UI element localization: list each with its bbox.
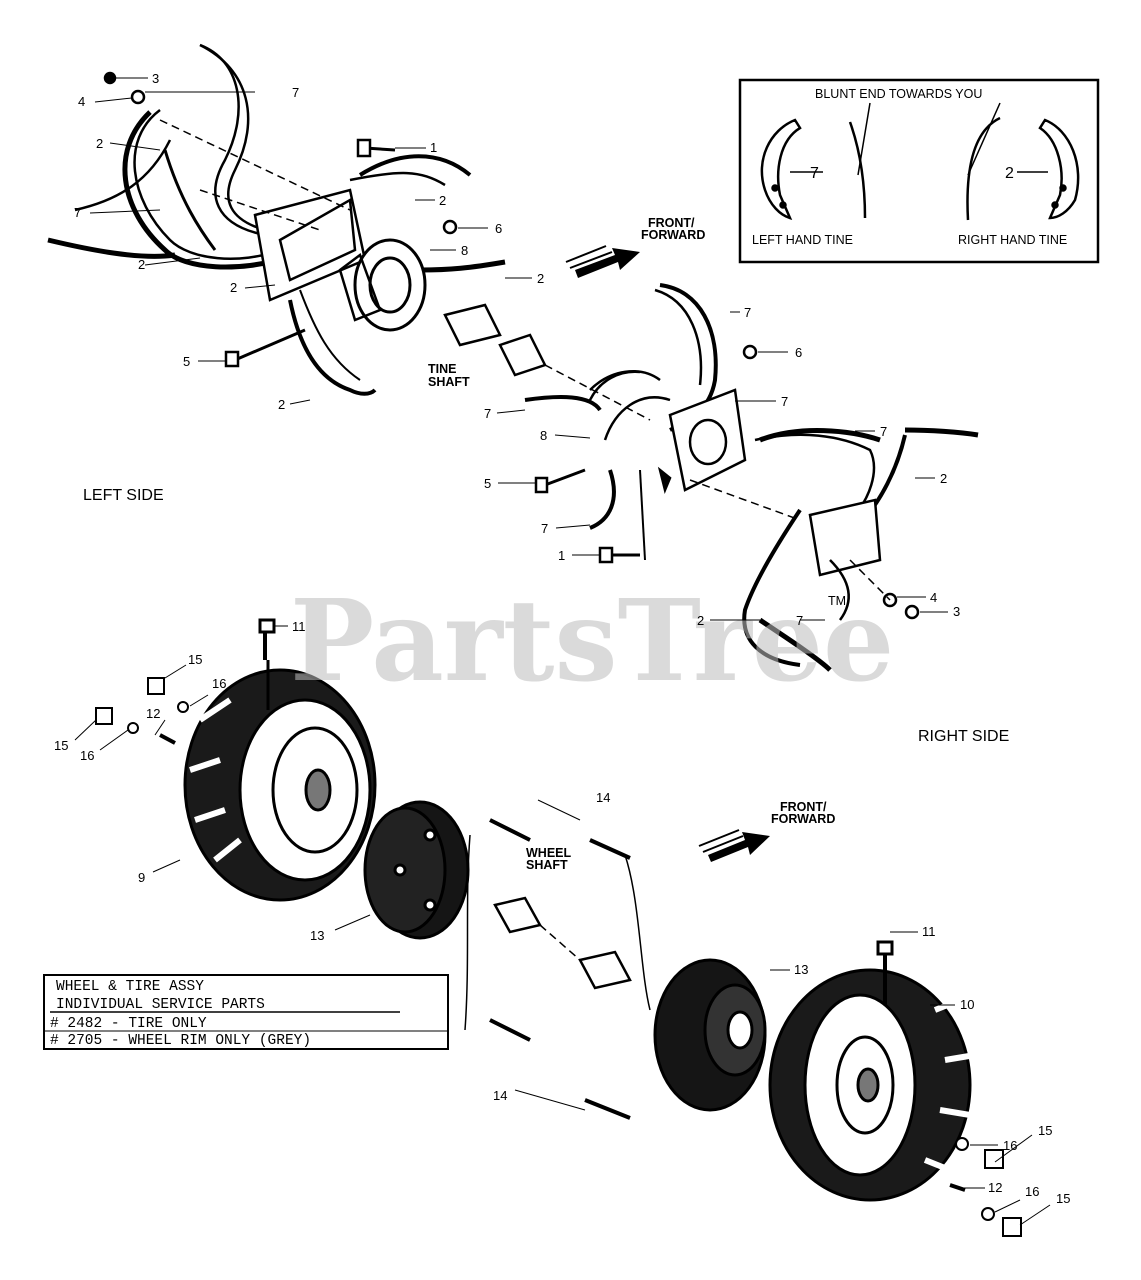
callout-11-left: 11 <box>292 619 306 634</box>
forward-arrow-top <box>565 245 640 278</box>
left-wheel <box>183 618 377 902</box>
wheel-hardware <box>95 677 1022 1237</box>
watermark: PartsTree <box>290 576 894 707</box>
callout-1-mid: 1 <box>558 548 565 563</box>
callout-14-bottom: 14 <box>493 1088 507 1103</box>
left-side-label: LEFT SIDE <box>83 487 164 504</box>
callout-14-top: 14 <box>596 790 610 805</box>
callout-2-right-low: 2 <box>697 613 704 628</box>
left-hand-tine-caption: LEFT HAND TINE <box>752 233 853 247</box>
callout-2-lower-left: 2 <box>138 257 145 272</box>
callout-6-right: 6 <box>795 345 802 360</box>
callout-7-left: 7 <box>74 205 81 220</box>
callout-6-top: 6 <box>495 221 502 236</box>
callout-5-mid: 5 <box>484 476 491 491</box>
callout-4-top-left: 4 <box>78 94 85 109</box>
callout-2-mid-left: 2 <box>230 280 237 295</box>
callout-15-right-lower: 15 <box>1056 1191 1070 1206</box>
service-line-2: INDIVIDUAL SERVICE PARTS <box>56 997 265 1013</box>
callout-7-right-top: 7 <box>744 305 751 320</box>
callout-9-wheel: 9 <box>138 870 145 885</box>
wheel-shaft-parts <box>464 818 651 1120</box>
callout-16-left-lower: 16 <box>80 748 94 763</box>
callout-11-right: 11 <box>922 924 936 939</box>
inset-callout-left: 7 <box>810 165 819 182</box>
callout-2-upper: 2 <box>439 193 446 208</box>
callout-numbers: 3 7 4 2 1 7 2 2 6 8 2 2 5 2 7 6 7 7 8 7 … <box>54 71 1070 1206</box>
callout-10-wheel: 10 <box>960 997 974 1012</box>
front-forward-top-1: FRONT/ <box>648 216 695 230</box>
callout-7-right-far: 7 <box>880 424 887 439</box>
callout-2-mid-right: 2 <box>537 271 544 286</box>
right-tine-assembly <box>524 283 979 672</box>
inset-title: BLUNT END TOWARDS YOU <box>815 87 982 101</box>
right-hub <box>653 958 767 1112</box>
service-line-3: # 2482 - TIRE ONLY <box>50 1016 207 1032</box>
callout-2-right: 2 <box>940 471 947 486</box>
callout-2-bottom-left: 2 <box>278 397 285 412</box>
callout-7-right-low: 7 <box>796 613 803 628</box>
left-hub <box>363 800 470 940</box>
tine-shaft-label-2: SHAFT <box>428 375 470 389</box>
callout-16-right-lower: 16 <box>1025 1184 1039 1199</box>
callout-16-left-upper: 16 <box>212 676 226 691</box>
callout-7-top: 7 <box>292 85 299 100</box>
leader-lines <box>74 77 1051 1226</box>
right-wheel <box>768 940 976 1202</box>
front-forward-top-2: FORWARD <box>641 228 705 242</box>
trademark: TM <box>828 594 846 608</box>
callout-7-right-upper: 7 <box>781 394 788 409</box>
callout-13-right: 13 <box>794 962 808 977</box>
tine-shaft-label-1: TINE <box>428 362 456 376</box>
right-side-label: RIGHT SIDE <box>918 728 1009 745</box>
callout-1-top: 1 <box>430 140 437 155</box>
callout-15-left-lower: 15 <box>54 738 68 753</box>
inset-callout-right: 2 <box>1005 165 1014 182</box>
callout-4-right: 4 <box>930 590 937 605</box>
service-line-1: WHEEL & TIRE ASSY <box>56 979 204 995</box>
wheel-shaft-label-1: WHEEL <box>526 846 572 860</box>
callout-7-mid-low: 7 <box>541 521 548 536</box>
front-forward-bottom-2: FORWARD <box>771 812 835 826</box>
callout-3-right: 3 <box>953 604 960 619</box>
callout-7-mid: 7 <box>484 406 491 421</box>
callout-3-top-left: 3 <box>152 71 159 86</box>
wheel-shaft-label-2: SHAFT <box>526 858 568 872</box>
callout-8-mid: 8 <box>540 428 547 443</box>
callout-2-top-left: 2 <box>96 136 103 151</box>
callout-8-top: 8 <box>461 243 468 258</box>
callout-12-left: 12 <box>146 706 160 721</box>
front-forward-bottom-1: FRONT/ <box>780 800 827 814</box>
callout-13-left: 13 <box>310 928 324 943</box>
tine-orientation-inset: BLUNT END TOWARDS YOU LEFT HAND TINE RIG… <box>738 78 1100 264</box>
right-hand-tine-caption: RIGHT HAND TINE <box>958 233 1067 247</box>
forward-arrow-bottom <box>698 829 770 862</box>
callout-15-left-upper: 15 <box>188 652 202 667</box>
service-line-4: # 2705 - WHEEL RIM ONLY (GREY) <box>50 1033 311 1049</box>
callout-16-right-upper: 16 <box>1003 1138 1017 1153</box>
callout-15-right-upper: 15 <box>1038 1123 1052 1138</box>
left-tine-assembly <box>47 43 651 421</box>
service-parts-box: WHEEL & TIRE ASSY INDIVIDUAL SERVICE PAR… <box>43 974 449 1050</box>
callout-5-left: 5 <box>183 354 190 369</box>
callout-12-right: 12 <box>988 1180 1002 1195</box>
